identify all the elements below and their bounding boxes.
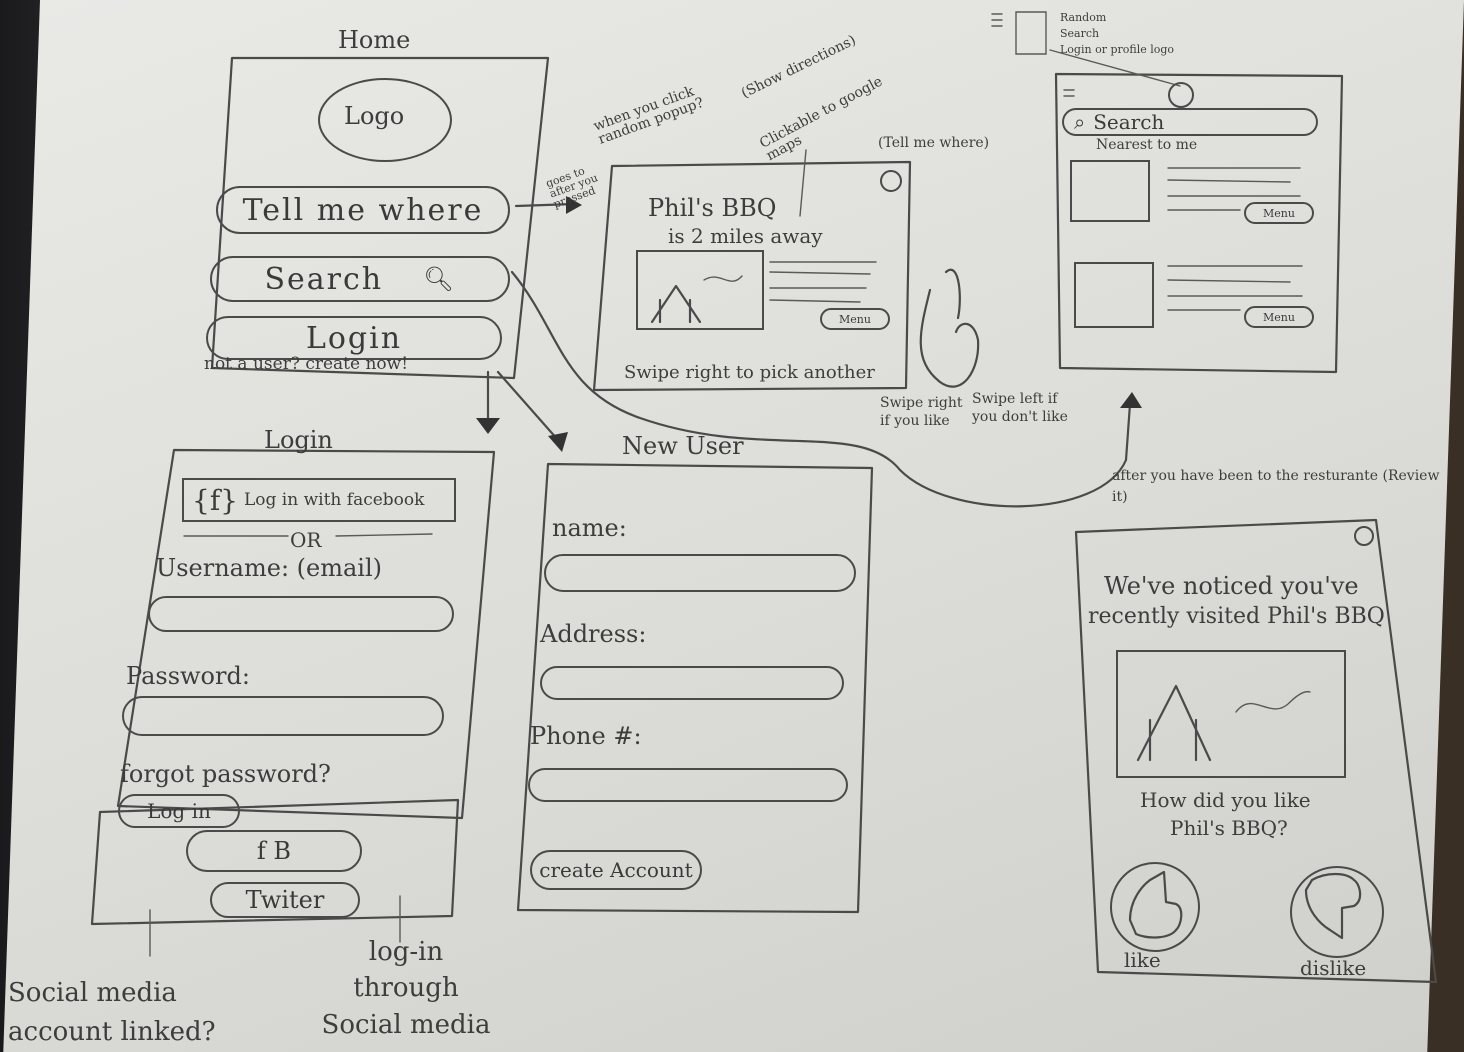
facebook-social-button[interactable]: f B <box>186 830 362 872</box>
search-icon: 🔍︎ <box>423 265 456 293</box>
dislike-button[interactable] <box>1290 866 1384 958</box>
results-search-label: Search <box>1093 110 1165 134</box>
name-label: name: <box>552 514 627 542</box>
results-search-icon: ⌕ <box>1074 110 1086 134</box>
create-account-button[interactable]: create Account <box>530 850 702 890</box>
arrow-to-popup-head <box>566 196 582 214</box>
popup-menu-button[interactable]: Menu <box>820 308 890 330</box>
new-user-frame <box>516 462 874 914</box>
dislike-label: dislike <box>1300 956 1367 980</box>
phone-label: Phone #: <box>530 722 642 750</box>
popup-close-icon[interactable] <box>880 170 902 192</box>
password-label: Password: <box>126 662 250 690</box>
swipe-right-note: Swipe right if you like <box>880 395 963 430</box>
after-visit-note: after you have been to the resturante (R… <box>1112 468 1440 505</box>
results-search-input[interactable]: ⌕ Search <box>1062 108 1318 136</box>
username-label: Username: (email) <box>156 554 383 582</box>
legend-search: Search <box>1060 27 1100 40</box>
like-label: like <box>1124 948 1161 972</box>
or-divider <box>183 533 433 537</box>
login-frame <box>116 448 496 820</box>
search-button[interactable]: Search 🔍︎ <box>210 256 510 302</box>
home-logo-circle <box>318 78 452 162</box>
arrow-to-newuser <box>496 370 560 442</box>
search-results-frame <box>1054 72 1344 374</box>
social-linked-note: Social media account linked? <box>8 978 216 1047</box>
result1-menu-button[interactable]: Menu <box>1244 202 1314 224</box>
new-user-title: New User <box>622 432 744 460</box>
forgot-password-link[interactable]: forgot password? <box>120 760 331 788</box>
legend-random: Random <box>1060 11 1107 24</box>
review-question-line1: How did you like <box>1140 788 1311 812</box>
popup-frame <box>592 160 912 392</box>
login-submit-button[interactable]: Log in <box>118 794 240 828</box>
result1-image[interactable] <box>1070 160 1150 222</box>
review-noticed-line2: recently visited Phil's BBQ <box>1088 604 1385 629</box>
phone-field[interactable] <box>528 768 848 802</box>
result1-lines <box>1167 167 1301 211</box>
name-field[interactable] <box>544 554 856 592</box>
popup-distance: is 2 miles away <box>668 224 823 248</box>
arrow-to-login-head <box>476 418 500 434</box>
home-logo: Logo <box>344 102 405 130</box>
password-field[interactable] <box>122 696 444 736</box>
facebook-icon: {f} <box>192 483 238 517</box>
house-sketch-review <box>1136 684 1212 762</box>
result2-menu-button[interactable]: Menu <box>1244 306 1314 328</box>
username-field[interactable] <box>148 596 454 632</box>
facebook-login-label: Log in with facebook <box>244 489 425 510</box>
legend-login: Login or profile logo <box>1060 43 1175 56</box>
hamburger-icon <box>1063 89 1075 97</box>
create-account-link[interactable]: not a user? create now! <box>204 354 409 374</box>
legend-leader <box>1049 49 1181 87</box>
popup-text-lines <box>769 261 877 303</box>
home-login-button[interactable]: Login <box>206 316 502 360</box>
legend-box <box>1015 11 1047 55</box>
review-close-icon[interactable] <box>1354 526 1374 546</box>
twitter-social-button[interactable]: Twiter <box>210 882 360 918</box>
address-label: Address: <box>540 620 647 648</box>
pig-sketch-review <box>1235 690 1311 713</box>
tell-me-where-note: (Tell me where) <box>878 135 990 151</box>
social-login-note: log-in through Social media <box>321 937 491 1040</box>
nearest-label: Nearest to me <box>1096 137 1198 153</box>
result2-image[interactable] <box>1074 262 1154 328</box>
popup-restaurant[interactable]: Phil's BBQ <box>648 194 777 222</box>
clickable-pointer <box>799 149 807 217</box>
popup-image <box>636 250 764 330</box>
login-title: Login <box>264 426 333 454</box>
review-question-line2: Phil's BBQ? <box>1170 816 1288 840</box>
review-noticed-line1: We've noticed you've <box>1104 572 1359 600</box>
house-sketch-popup <box>650 284 702 324</box>
home-title: Home <box>338 26 411 54</box>
arrow-search-to-results <box>510 270 1132 508</box>
facebook-login-button[interactable]: {f} Log in with facebook <box>182 478 456 522</box>
review-frame <box>1074 518 1438 984</box>
arrow-to-popup <box>514 202 576 208</box>
swipe-left-note: Swipe left if you don't like <box>972 391 1068 426</box>
review-image <box>1116 650 1346 778</box>
hamburger-legend <box>991 13 1003 27</box>
swipe-hand-sketch <box>919 268 980 388</box>
social-frame <box>90 798 460 926</box>
tell-me-where-button[interactable]: Tell me where <box>216 186 510 234</box>
or-label: OR <box>290 528 322 552</box>
popup-swipe-hint: Swipe right to pick another <box>624 362 875 383</box>
address-field[interactable] <box>540 666 844 700</box>
pig-sketch-popup <box>703 275 743 282</box>
arrow-to-newuser-head <box>548 432 568 452</box>
like-button[interactable] <box>1110 862 1200 952</box>
search-label: Search <box>264 261 384 297</box>
arrow-search-head <box>1120 392 1142 408</box>
result2-lines <box>1167 265 1303 311</box>
profile-logo-icon[interactable] <box>1168 82 1194 108</box>
